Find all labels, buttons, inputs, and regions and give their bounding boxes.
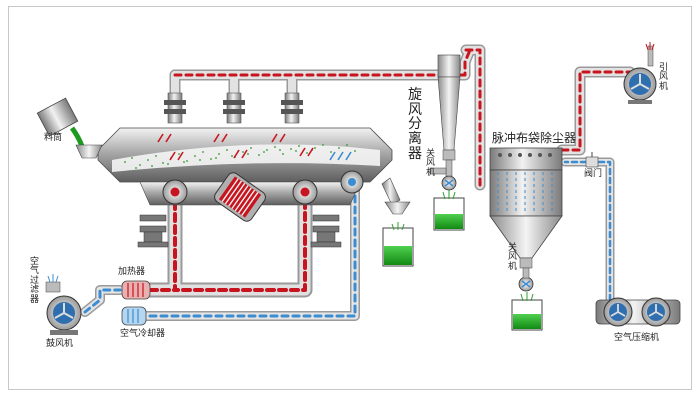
- bag-filter-label: 脉冲布袋除尘器: [492, 131, 577, 145]
- heater: [121, 280, 151, 300]
- air-compressor-label: 空气压缩机: [614, 333, 660, 343]
- air-filter-label: 空气过滤器: [30, 257, 40, 305]
- feed-hopper: [36, 97, 103, 159]
- product-bin-bag-filter: [511, 292, 543, 331]
- induced-fan: [623, 42, 657, 104]
- dryer-legs: [137, 214, 342, 248]
- hot-air-pipes: [142, 44, 486, 298]
- air-cooler-label: 空气冷却器: [120, 329, 166, 339]
- induced-fan-label: 引风机: [659, 63, 669, 92]
- fluid-bed-dryer: [97, 92, 411, 248]
- valve: [585, 152, 599, 168]
- rotary-valve-1-label: 关风机: [426, 149, 436, 178]
- air-cooler: [121, 306, 147, 326]
- product-bin-dryer: [382, 222, 414, 267]
- product-bin-cyclone: [433, 190, 465, 231]
- valve-label: 阀门: [584, 169, 603, 179]
- cyclone-label: 旋风分离器: [408, 87, 422, 162]
- vibration-motor: [214, 172, 266, 222]
- hopper-label: 料筒: [44, 133, 63, 143]
- cyclone-separator: [429, 54, 461, 191]
- air-compressor: [595, 297, 681, 327]
- rotary-valve-2-label: 关风机: [508, 243, 518, 272]
- exhaust-hoods: [164, 92, 303, 124]
- pulse-bag-filter: [489, 147, 563, 292]
- blower: [46, 295, 82, 335]
- air-filter: [45, 274, 61, 293]
- particle-bed: [124, 144, 356, 169]
- blower-label: 鼓风机: [46, 339, 74, 349]
- heater-label: 加热器: [118, 267, 146, 277]
- cold-flow-arrows: [329, 151, 352, 161]
- hot-flow-arrows: [157, 133, 314, 161]
- cold-air-pipes: [80, 157, 615, 321]
- exhaust-pipe: [556, 66, 636, 156]
